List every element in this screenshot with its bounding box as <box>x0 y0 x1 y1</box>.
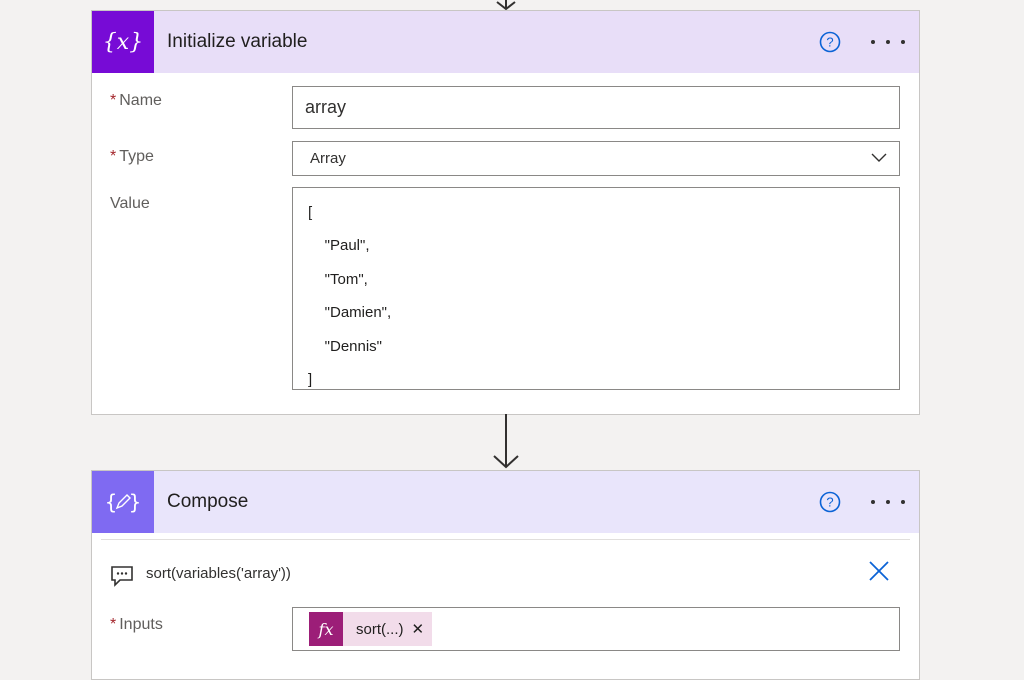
svg-text:{x}: {x} <box>103 30 143 55</box>
connector-arrow <box>493 414 519 469</box>
value-line: ] <box>308 370 313 388</box>
svg-text:{: { <box>105 490 118 514</box>
close-icon[interactable] <box>868 560 890 582</box>
inputs-label: *Inputs <box>110 616 163 633</box>
variable-icon: {x} <box>92 11 154 73</box>
initialize-variable-card: {x} Initialize variable ? *Name array *T… <box>91 10 920 415</box>
type-label: *Type <box>110 148 154 165</box>
value-line: "Dennis" <box>308 337 383 355</box>
value-line: [ <box>308 204 313 221</box>
chevron-down-icon <box>871 153 887 162</box>
value-label: Value <box>110 195 150 212</box>
card-title: Compose <box>167 491 249 512</box>
svg-text:?: ? <box>826 35 833 50</box>
svg-text:?: ? <box>826 495 833 510</box>
type-selected-value: Array <box>310 150 346 167</box>
help-icon[interactable]: ? <box>819 491 841 513</box>
card-title: Initialize variable <box>167 31 308 52</box>
remove-token-icon[interactable]: ✕ <box>411 621 425 638</box>
type-select[interactable]: Array <box>292 141 900 176</box>
name-input[interactable]: array <box>292 86 900 129</box>
compose-card: { } Compose ? sort(variables('array')) *… <box>91 470 920 680</box>
compose-icon: { } <box>92 471 154 533</box>
value-line: "Damien", <box>308 304 392 322</box>
function-icon: fx <box>309 612 343 646</box>
expression-token[interactable]: fx sort(...) ✕ <box>309 612 433 646</box>
svg-text:}: } <box>129 490 142 514</box>
more-options-icon[interactable] <box>871 493 905 511</box>
initialize-variable-header[interactable]: {x} Initialize variable ? <box>92 11 919 73</box>
compose-body <box>101 539 910 679</box>
comment-text[interactable]: sort(variables('array')) <box>146 565 291 582</box>
compose-header[interactable]: { } Compose ? <box>92 471 919 533</box>
name-label: *Name <box>110 92 162 109</box>
help-icon[interactable]: ? <box>819 31 841 53</box>
comment-icon <box>111 566 133 587</box>
more-options-icon[interactable] <box>871 33 905 51</box>
inputs-field[interactable]: fx sort(...) ✕ <box>292 607 900 651</box>
connector-arrow-top <box>496 0 516 11</box>
value-line: "Paul", <box>308 237 370 255</box>
token-label: sort(...) <box>356 620 404 638</box>
value-line: "Tom", <box>308 270 368 288</box>
value-textarea[interactable]: [ "Paul", "Tom", "Damien", "Dennis" ] <box>292 187 900 390</box>
